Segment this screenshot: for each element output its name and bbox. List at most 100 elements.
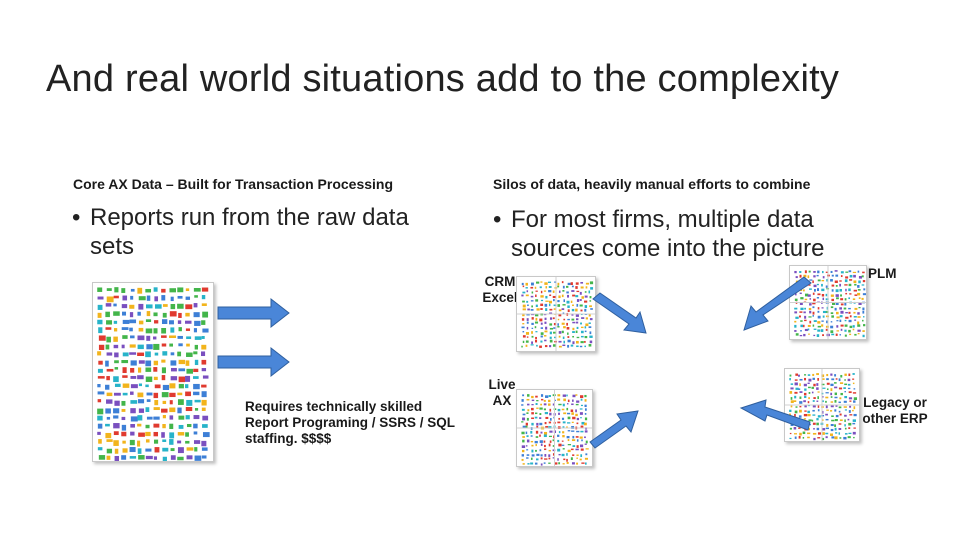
staffing-note: Requires technically skilled Report Prog… [245, 399, 455, 446]
pattern-block [584, 430, 588, 433]
pattern-block [862, 293, 866, 296]
pattern-block [129, 327, 133, 332]
pattern-block [121, 400, 126, 406]
pattern-block [830, 312, 834, 315]
pattern-block [170, 360, 177, 366]
pattern-block [852, 325, 855, 328]
pattern-block [201, 368, 207, 372]
pattern-block [794, 311, 798, 314]
pattern-block [857, 292, 861, 296]
pattern-block [129, 312, 134, 318]
pattern-block [97, 304, 103, 310]
pattern-block [566, 436, 570, 439]
pattern-block [97, 287, 103, 292]
pattern-block [575, 295, 579, 298]
pattern-block [161, 327, 167, 334]
pattern-block [521, 318, 525, 321]
pattern-block [169, 400, 173, 405]
pattern-block [576, 439, 579, 442]
pattern-block [185, 415, 190, 420]
pattern-block [840, 294, 842, 297]
pattern-block [548, 454, 551, 457]
pattern-block [839, 419, 843, 422]
pattern-block [536, 308, 540, 311]
pattern-block [572, 341, 575, 345]
pattern-block [567, 399, 570, 403]
pattern-block [795, 333, 799, 336]
pattern-block [566, 322, 569, 326]
pattern-block [97, 312, 102, 318]
pattern-block [830, 428, 834, 432]
crm-excel-grid [516, 276, 596, 352]
pattern-block [584, 413, 587, 415]
pattern-block [106, 320, 113, 325]
pattern-block [834, 419, 838, 422]
pattern-block [98, 344, 105, 350]
pattern-block [558, 417, 561, 420]
pattern-block [153, 336, 157, 340]
pattern-block [562, 421, 566, 424]
pattern-block [146, 335, 151, 341]
pattern-block [539, 413, 542, 416]
pattern-block [840, 271, 844, 274]
pattern-block [852, 271, 857, 274]
pattern-block [561, 308, 565, 311]
bullet-marker: • [493, 206, 502, 233]
pattern-block [831, 315, 834, 318]
pattern-block [106, 399, 113, 404]
pattern-block [826, 423, 829, 427]
pattern-block [526, 336, 529, 338]
pattern-block [795, 373, 799, 376]
pattern-block [798, 388, 801, 390]
pattern-block [567, 412, 571, 415]
pattern-block [830, 424, 834, 427]
pattern-block [540, 335, 543, 338]
pattern-block [822, 310, 827, 314]
pattern-block [522, 308, 526, 311]
pattern-block [557, 394, 561, 397]
pattern-block [838, 423, 842, 425]
pattern-block [177, 295, 183, 299]
pattern-block [834, 409, 837, 412]
pattern-block [835, 289, 839, 293]
pattern-block [194, 295, 198, 298]
pattern-block [589, 281, 594, 285]
pattern-block [540, 308, 543, 310]
pattern-block [562, 448, 565, 450]
pattern-block [169, 383, 176, 389]
pattern-block [852, 328, 855, 331]
pattern-block [185, 432, 189, 437]
pattern-block [539, 440, 543, 443]
pattern-block [138, 303, 144, 310]
pattern-block [809, 320, 812, 324]
pattern-block [825, 405, 828, 409]
raw-data-grid-pattern [97, 287, 210, 461]
pattern-block [114, 352, 119, 358]
pattern-block [799, 274, 802, 278]
pattern-block [169, 320, 174, 325]
pattern-block [575, 314, 579, 317]
pattern-block [849, 414, 853, 416]
pattern-block [543, 403, 547, 406]
pattern-block [178, 424, 184, 429]
pattern-block [789, 432, 792, 435]
pattern-block [154, 447, 160, 453]
pattern-block [527, 394, 530, 397]
pattern-block [106, 368, 114, 372]
pattern-block [821, 374, 825, 378]
pattern-block [562, 312, 565, 315]
pattern-block [821, 279, 825, 282]
pattern-block [589, 300, 592, 302]
pattern-block [804, 388, 807, 391]
pattern-block [161, 288, 166, 293]
pattern-block [201, 391, 207, 398]
pattern-block [799, 396, 802, 399]
pattern-block [571, 412, 574, 415]
pattern-block [154, 296, 159, 302]
pattern-block [813, 284, 817, 288]
pattern-block [853, 427, 856, 429]
pattern-block [830, 279, 833, 282]
pattern-block [831, 333, 835, 336]
pattern-block [571, 462, 575, 465]
